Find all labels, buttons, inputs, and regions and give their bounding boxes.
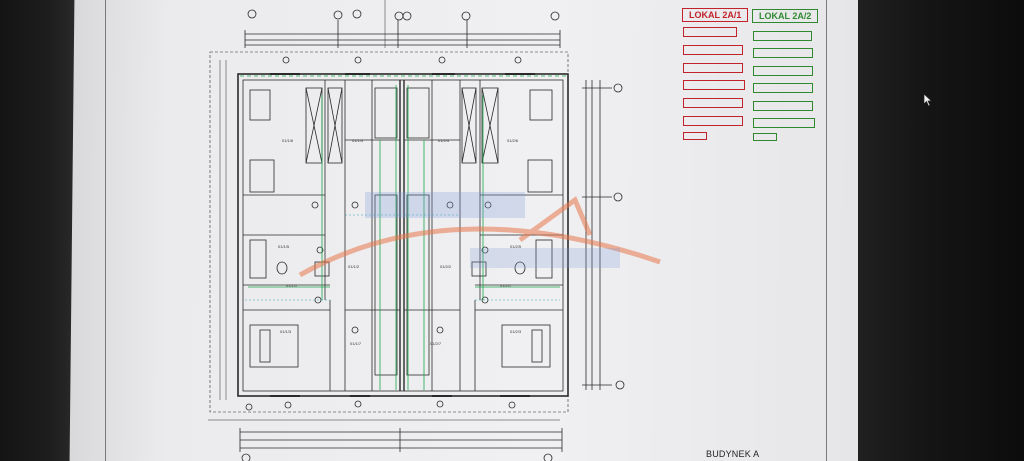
monitor-bezel-left <box>0 0 75 461</box>
svg-text:01/1/7: 01/1/7 <box>350 341 362 346</box>
svg-text:01/1/6: 01/1/6 <box>282 138 294 143</box>
sheet-title: BUDYNEK A <box>706 449 760 459</box>
svg-text:01/1/3: 01/1/3 <box>280 329 292 334</box>
monitor-bezel-right <box>858 0 1024 461</box>
svg-text:01/1/5: 01/1/5 <box>278 244 290 249</box>
svg-text:01/2/1: 01/2/1 <box>500 283 512 288</box>
svg-text:01/1/1: 01/1/1 <box>286 283 298 288</box>
drawing-sheet <box>105 0 827 461</box>
svg-text:01/2/5: 01/2/5 <box>510 244 522 249</box>
mouse-cursor-icon <box>923 93 933 107</box>
legend-title-unit-1: LOKAL 2A/1 <box>682 8 749 22</box>
legend-title-unit-2: LOKAL 2A/2 <box>752 9 819 23</box>
svg-text:01/2/3: 01/2/3 <box>510 329 522 334</box>
svg-text:01/1/4: 01/1/4 <box>352 138 364 143</box>
svg-text:01/1/2: 01/1/2 <box>348 264 360 269</box>
svg-text:01/2/2: 01/2/2 <box>440 264 452 269</box>
svg-text:01/2/4: 01/2/4 <box>438 138 450 143</box>
svg-text:01/2/6: 01/2/6 <box>507 138 519 143</box>
svg-text:01/2/7: 01/2/7 <box>430 341 442 346</box>
